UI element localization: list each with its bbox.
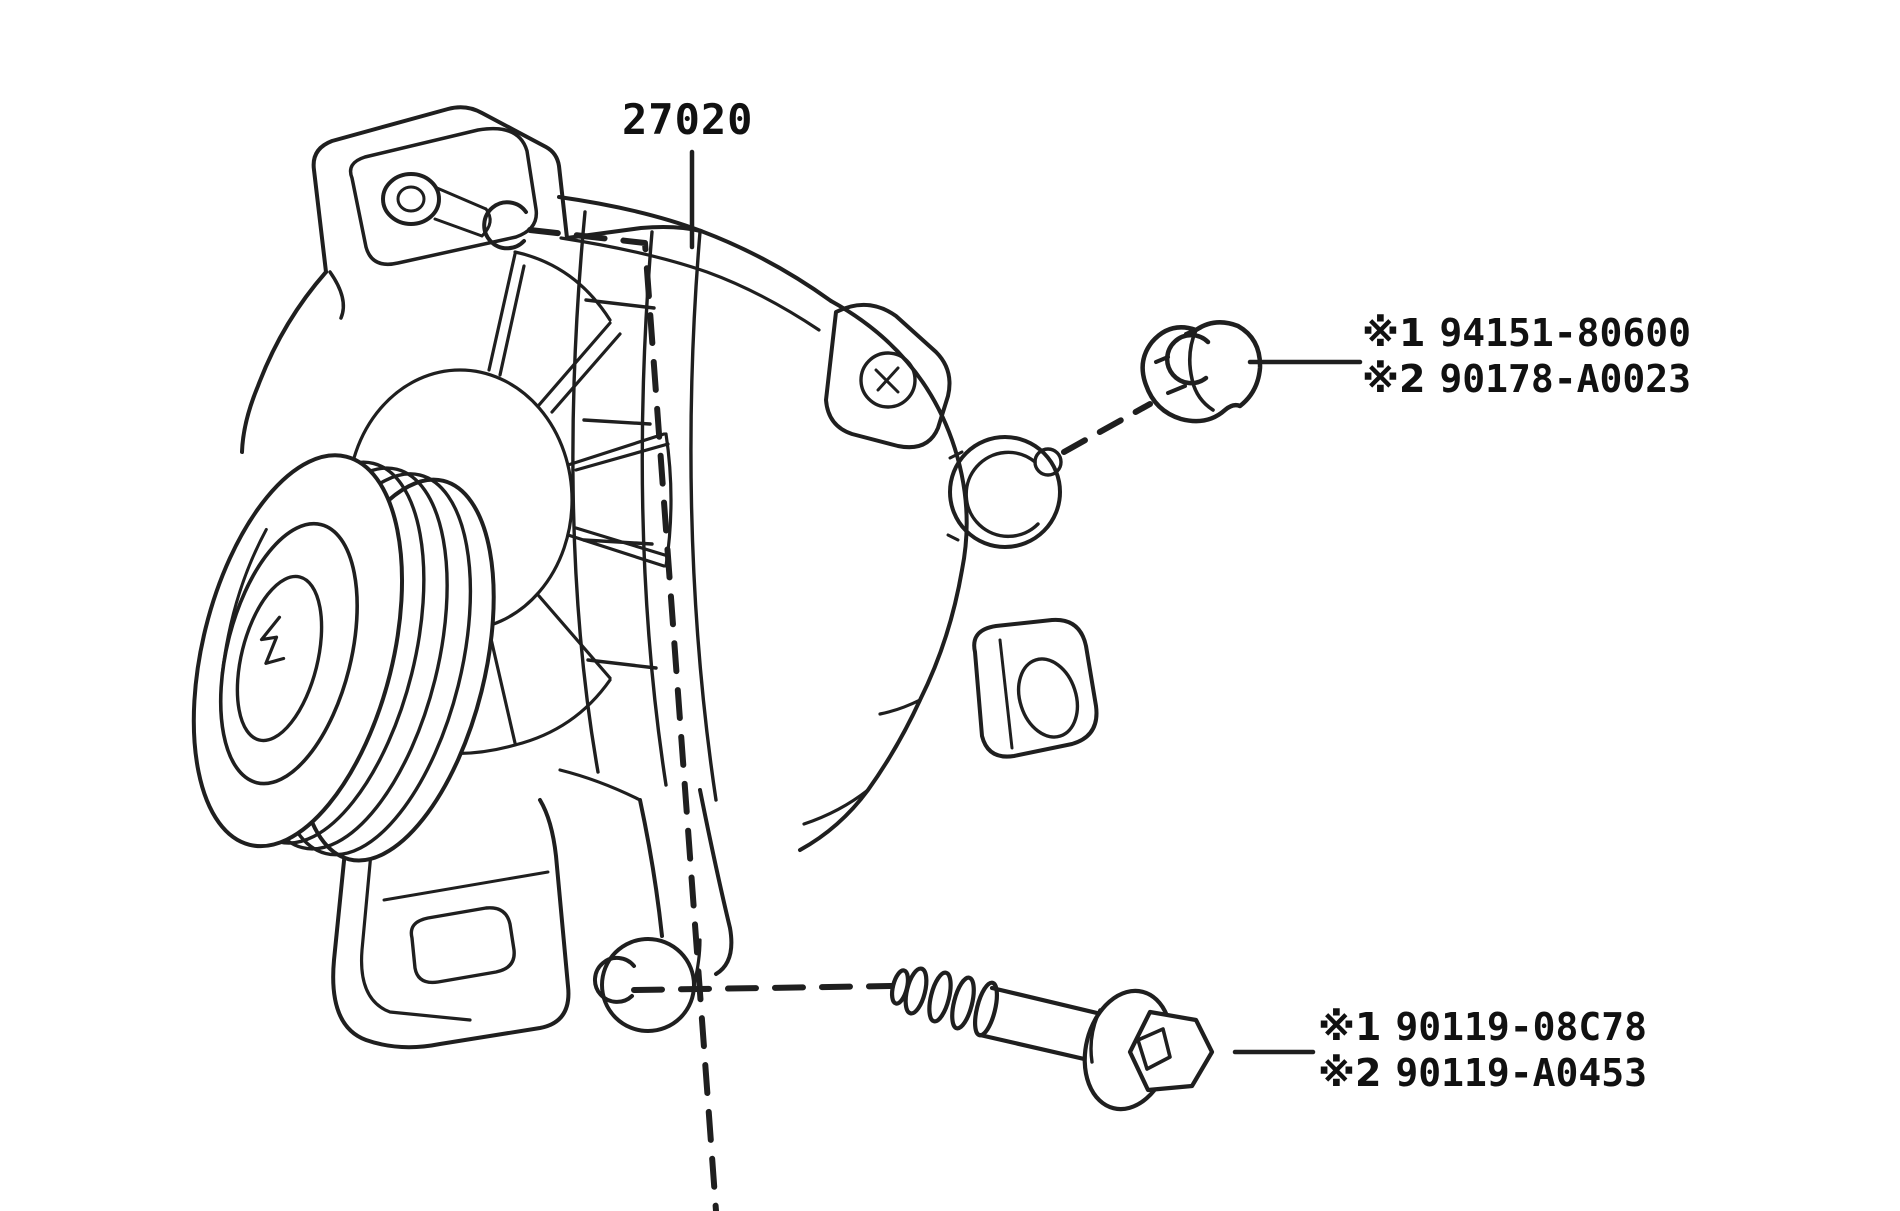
alternator-top-bracket [311,105,569,320]
leader-lines [527,149,1363,1211]
part-number-text: 90119-08C78 [1395,1005,1648,1049]
alternator-lower-lug [592,788,734,1033]
part-number-text: 94151-80600 [1439,311,1692,355]
reference-marker: ※2 [1318,1051,1382,1095]
alternator-stator-band [571,210,718,802]
reference-marker: ※1 [1362,311,1426,355]
bolt-part-number-callout: ※1 90119-08C78 ※2 90119-A0453 [1318,1004,1647,1096]
bolt-part-option-1[interactable]: ※1 90119-08C78 [1318,1004,1647,1050]
main-part-number-label[interactable]: 27020 [622,95,754,144]
nut-dashed-leader [1061,401,1153,455]
bolt-part-option-2[interactable]: ※2 90119-A0453 [1318,1050,1647,1096]
through-bolt-dashed-line [527,227,719,1211]
part-number-text: 90119-A0453 [1395,1051,1648,1095]
alternator-drawing [191,105,1099,1050]
nut-part-option-2[interactable]: ※2 90178-A0023 [1362,356,1691,402]
alternator-pulley [191,453,496,863]
reference-marker: ※2 [1362,357,1426,401]
bolt-dashed-leader [631,983,895,993]
alternator-rear-housing [798,299,1099,852]
nut-part-option-1[interactable]: ※1 94151-80600 [1362,310,1691,356]
part-number-text: 90178-A0023 [1439,357,1692,401]
upper-bolt-hole-mark [482,200,528,251]
nut-part-number-callout: ※1 94151-80600 ※2 90178-A0023 [1362,310,1691,402]
reference-marker: ※1 [1318,1005,1382,1049]
nut-drawing [1140,320,1263,424]
bolt-drawing [889,966,1215,1112]
